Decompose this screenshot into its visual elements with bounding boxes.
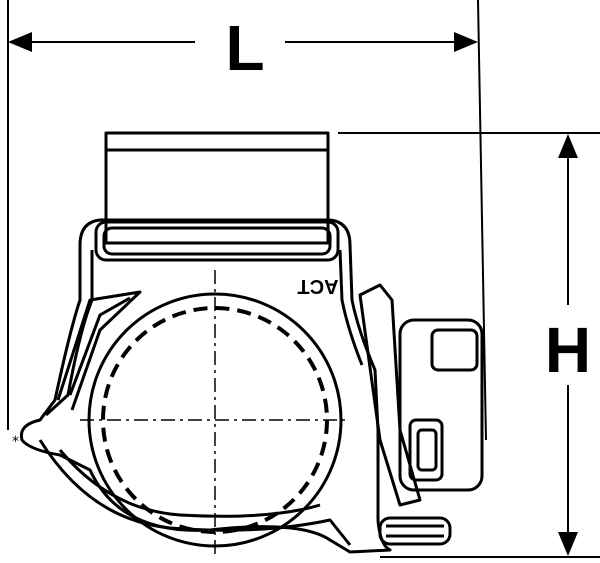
length-label: L <box>225 12 264 84</box>
extension-lines <box>7 0 600 558</box>
clamp-outline <box>19 131 484 554</box>
brand-marking: ACT <box>297 275 338 297</box>
centerlines <box>80 270 350 555</box>
height-label: H <box>545 314 591 386</box>
pivot-mark: * <box>12 434 19 450</box>
